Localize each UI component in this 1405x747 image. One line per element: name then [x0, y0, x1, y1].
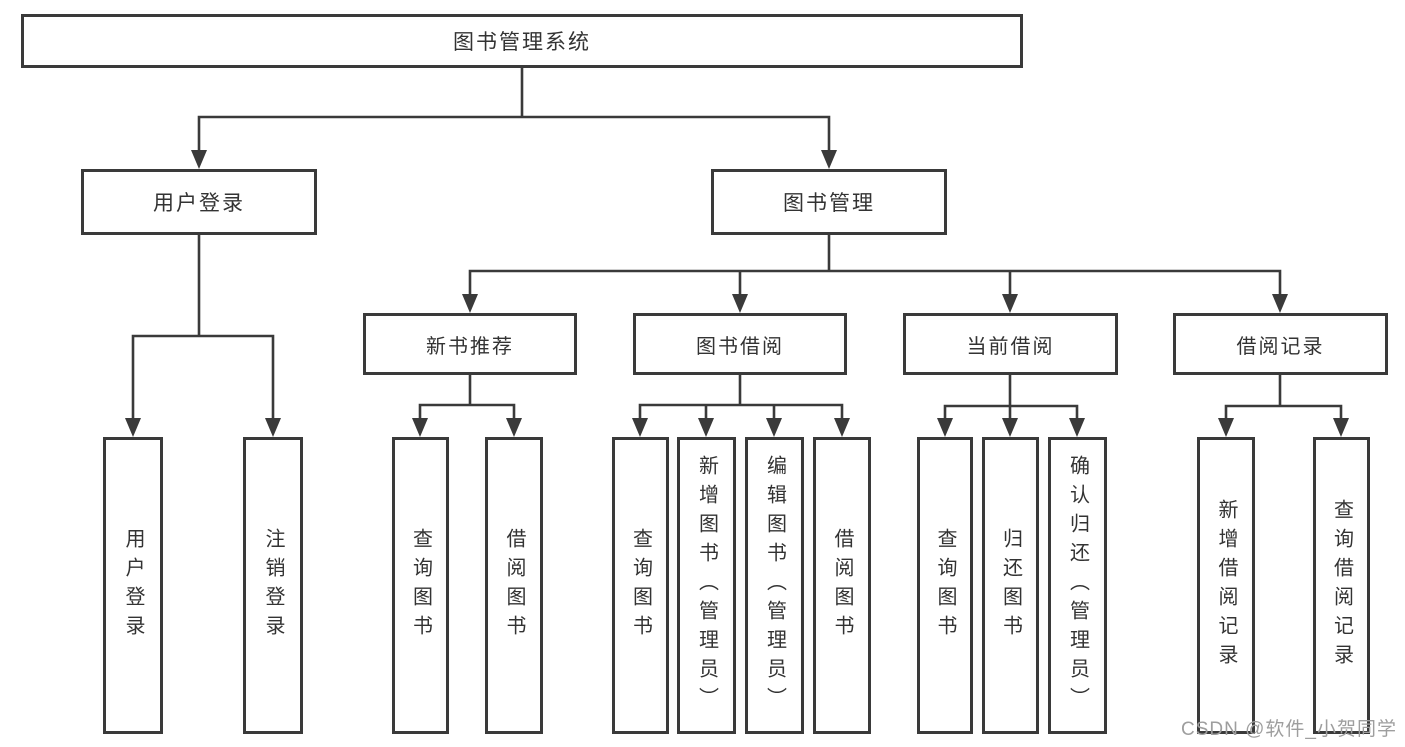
node-current-borrow: 当前借阅: [903, 313, 1118, 375]
leaf-query-books-borrow: 查询图书: [612, 437, 669, 734]
leaf-query-borrow-record: 查询借阅记录: [1313, 437, 1370, 734]
leaf-edit-book-admin: 编辑图书（管理员）: [745, 437, 804, 734]
leaf-add-borrow-record: 新增借阅记录: [1197, 437, 1255, 734]
leaf-user-login: 用户登录: [103, 437, 163, 734]
node-library-system: 图书管理系统: [21, 14, 1023, 68]
node-book-borrow: 图书借阅: [633, 313, 847, 375]
leaf-borrow-books: 借阅图书: [813, 437, 871, 734]
leaf-add-book-admin: 新增图书（管理员）: [677, 437, 736, 734]
leaf-query-books-recommend: 查询图书: [392, 437, 449, 734]
node-user-login: 用户登录: [81, 169, 317, 235]
node-borrow-records: 借阅记录: [1173, 313, 1388, 375]
leaf-logout: 注销登录: [243, 437, 303, 734]
arrowheads: [125, 150, 1349, 437]
node-new-book-recommend: 新书推荐: [363, 313, 577, 375]
leaf-return-books: 归还图书: [982, 437, 1039, 734]
leaf-query-books-current: 查询图书: [917, 437, 973, 734]
node-book-management: 图书管理: [711, 169, 947, 235]
leaf-confirm-return-admin: 确认归还（管理员）: [1048, 437, 1107, 734]
leaf-borrow-books-recommend: 借阅图书: [485, 437, 543, 734]
csdn-watermark: CSDN @软件_小贺同学: [1181, 719, 1397, 740]
